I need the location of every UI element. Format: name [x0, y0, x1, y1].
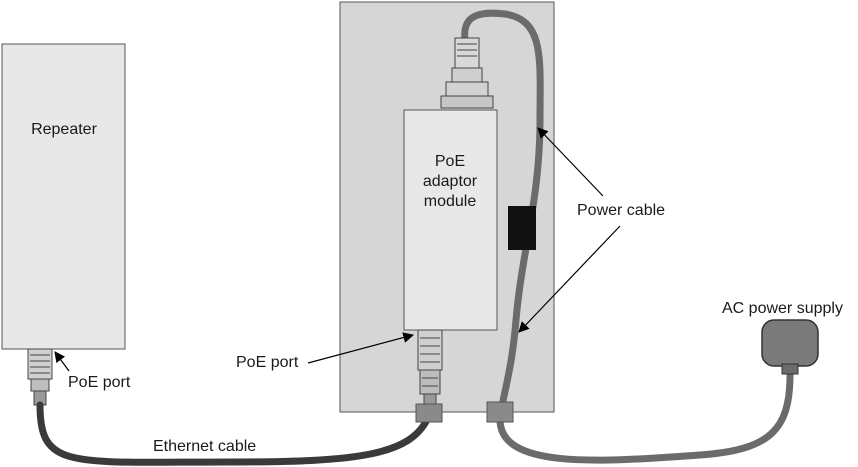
power-cable-arrow-lower	[518, 225, 621, 333]
adaptor-poe-connector	[417, 329, 443, 405]
ac-power-supply-label: AC power supply	[722, 300, 843, 317]
power-cable-ac	[496, 371, 794, 464]
ethernet-cable-label: Ethernet cable	[153, 438, 256, 455]
poe-adaptor-label-2: adaptor	[423, 173, 478, 190]
adaptor-top-connector	[440, 37, 494, 109]
ethernet-cable	[36, 401, 432, 466]
poe-port-left-label: PoE port	[68, 374, 131, 391]
repeater-label: Repeater	[31, 121, 97, 138]
repeater-box	[1, 43, 126, 350]
ethernet-cable-clip	[415, 403, 443, 423]
ac-plug-neck	[781, 363, 799, 375]
poe-port-left-arrow	[54, 351, 70, 372]
power-cable-arrow-upper	[537, 127, 604, 197]
poe-adaptor-label-3: module	[424, 193, 477, 210]
repeater-poe-connector	[27, 348, 53, 406]
ferrite-bead	[508, 206, 536, 250]
poe-port-middle-label: PoE port	[236, 354, 299, 371]
poe-adaptor-module	[403, 109, 498, 331]
poe-port-middle-arrow	[307, 332, 415, 364]
power-cable-label: Power cable	[577, 202, 665, 219]
ac-power-supply-plug	[761, 319, 819, 367]
power-cable-clip	[486, 401, 514, 423]
poe-adaptor-label-1: PoE	[435, 153, 465, 170]
